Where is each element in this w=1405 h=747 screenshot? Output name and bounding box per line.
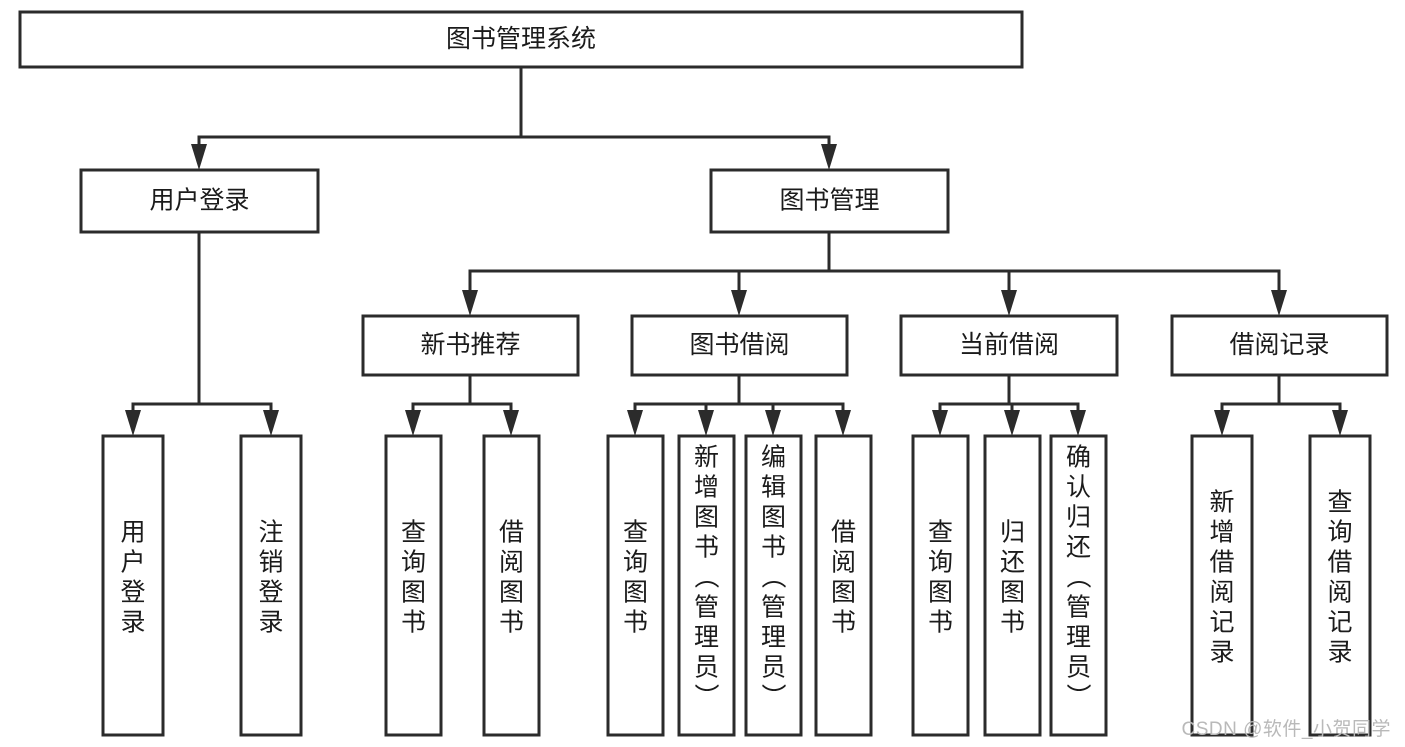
node-box — [101, 434, 165, 737]
node-label: 用户登录 — [149, 187, 249, 215]
arrow-head-icon — [835, 410, 851, 436]
node-leaf-borrow-book-2[interactable]: 借阅图书 — [814, 434, 873, 737]
node-label: 编辑图书（管理员） — [761, 444, 787, 712]
node-box — [677, 434, 736, 737]
arrow-head-icon — [765, 410, 781, 436]
node-label: 查询图书 — [928, 519, 953, 637]
connector-group-record-to-leaves — [1214, 373, 1348, 436]
node-box — [899, 314, 1119, 377]
node-label: 查询图书 — [623, 519, 648, 637]
node-box — [1049, 434, 1108, 737]
node-label: 新增借阅记录 — [1209, 489, 1234, 667]
connector-group-recommend-to-leaves — [405, 373, 519, 436]
node-user-login[interactable]: 用户登录 — [79, 168, 320, 234]
node-leaf-user-login[interactable]: 用户登录 — [101, 434, 165, 737]
arrow-head-icon — [932, 410, 948, 436]
arrow-head-icon — [1271, 290, 1287, 316]
node-label: 新书推荐 — [420, 331, 520, 359]
node-book-borrow[interactable]: 图书借阅 — [630, 314, 849, 377]
node-label: 当前借阅 — [959, 331, 1059, 359]
node-label: 用户登录 — [120, 519, 145, 637]
node-leaf-query-book-1[interactable]: 查询图书 — [384, 434, 443, 737]
node-box — [361, 314, 580, 377]
arrow-head-icon — [1004, 410, 1020, 436]
node-new-book-recommend[interactable]: 新书推荐 — [361, 314, 580, 377]
connector-group-root-to-level2 — [191, 65, 837, 170]
nodes-layer: 图书管理系统用户登录图书管理新书推荐图书借阅当前借阅借阅记录用户登录注销登录查询… — [18, 10, 1389, 737]
node-label: 注销登录 — [258, 519, 283, 637]
node-label: 图书管理 — [779, 187, 879, 215]
node-leaf-query-book-3[interactable]: 查询图书 — [911, 434, 970, 737]
node-box — [983, 434, 1042, 737]
node-label: 借阅图书 — [499, 519, 524, 637]
connectors-layer — [125, 65, 1348, 436]
arrow-head-icon — [191, 144, 207, 170]
node-label: 新增图书（管理员） — [694, 444, 720, 712]
node-current-borrow[interactable]: 当前借阅 — [899, 314, 1119, 377]
node-box — [239, 434, 303, 737]
arrow-head-icon — [821, 144, 837, 170]
node-leaf-query-book-2[interactable]: 查询图书 — [606, 434, 665, 737]
node-box — [18, 10, 1024, 69]
node-box — [79, 168, 320, 234]
node-label: 图书管理系统 — [446, 25, 596, 53]
node-box — [606, 434, 665, 737]
node-leaf-add-book-admin[interactable]: 新增图书（管理员） — [677, 434, 736, 737]
arrow-head-icon — [462, 290, 478, 316]
node-label: 确认归还（管理员） — [1066, 444, 1092, 712]
connector-group-borrow-to-leaves — [627, 373, 851, 436]
node-borrow-record[interactable]: 借阅记录 — [1170, 314, 1389, 377]
node-root[interactable]: 图书管理系统 — [18, 10, 1024, 69]
node-box — [911, 434, 970, 737]
node-box — [744, 434, 803, 737]
arrow-head-icon — [627, 410, 643, 436]
arrow-head-icon — [1332, 410, 1348, 436]
node-leaf-add-borrow-record[interactable]: 新增借阅记录 — [1190, 434, 1254, 737]
arrow-head-icon — [263, 410, 279, 436]
node-box — [482, 434, 541, 737]
arrow-head-icon — [731, 290, 747, 316]
node-leaf-return-book[interactable]: 归还图书 — [983, 434, 1042, 737]
node-label: 借阅图书 — [831, 519, 856, 637]
node-box — [1190, 434, 1254, 737]
connector-group-current-to-leaves — [932, 373, 1086, 436]
node-label: 查询图书 — [401, 519, 426, 637]
node-label: 归还图书 — [1000, 519, 1025, 637]
connector-group-manage-to-level3 — [462, 230, 1287, 316]
node-box — [709, 168, 950, 234]
node-box — [384, 434, 443, 737]
node-leaf-query-borrow-record[interactable]: 查询借阅记录 — [1308, 434, 1372, 737]
node-box — [1308, 434, 1372, 737]
node-leaf-edit-book-admin[interactable]: 编辑图书（管理员） — [744, 434, 803, 737]
node-book-manage[interactable]: 图书管理 — [709, 168, 950, 234]
node-label: 借阅记录 — [1229, 331, 1329, 359]
node-leaf-borrow-book-1[interactable]: 借阅图书 — [482, 434, 541, 737]
arrow-head-icon — [1001, 290, 1017, 316]
node-leaf-confirm-return-admin[interactable]: 确认归还（管理员） — [1049, 434, 1108, 737]
node-leaf-user-logout[interactable]: 注销登录 — [239, 434, 303, 737]
node-box — [1170, 314, 1389, 377]
arrow-head-icon — [125, 410, 141, 436]
arrow-head-icon — [503, 410, 519, 436]
node-box — [814, 434, 873, 737]
node-label: 图书借阅 — [689, 331, 789, 359]
node-box — [630, 314, 849, 377]
arrow-head-icon — [1070, 410, 1086, 436]
watermark-text: CSDN @软件_小贺同学 — [1181, 719, 1391, 740]
node-label: 查询借阅记录 — [1327, 489, 1352, 667]
arrow-head-icon — [698, 410, 714, 436]
arrow-head-icon — [405, 410, 421, 436]
connector-group-login-to-leaves — [125, 230, 279, 436]
arrow-head-icon — [1214, 410, 1230, 436]
